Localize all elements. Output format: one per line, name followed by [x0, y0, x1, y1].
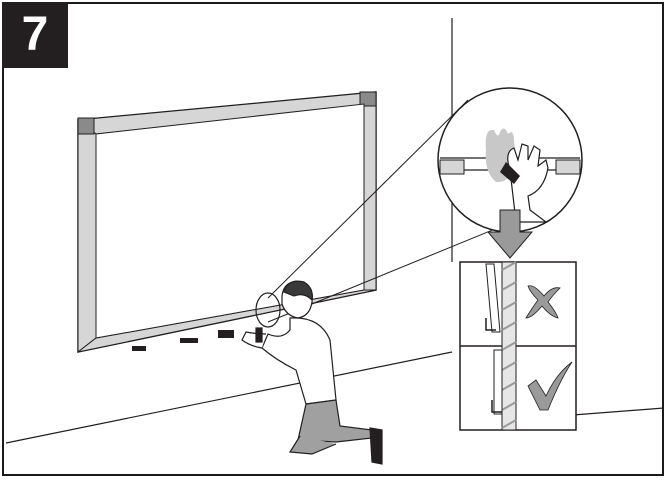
interactive-whiteboard	[78, 92, 376, 352]
step-number-badge: 7	[2, 2, 68, 68]
comparison-panels	[460, 262, 576, 430]
